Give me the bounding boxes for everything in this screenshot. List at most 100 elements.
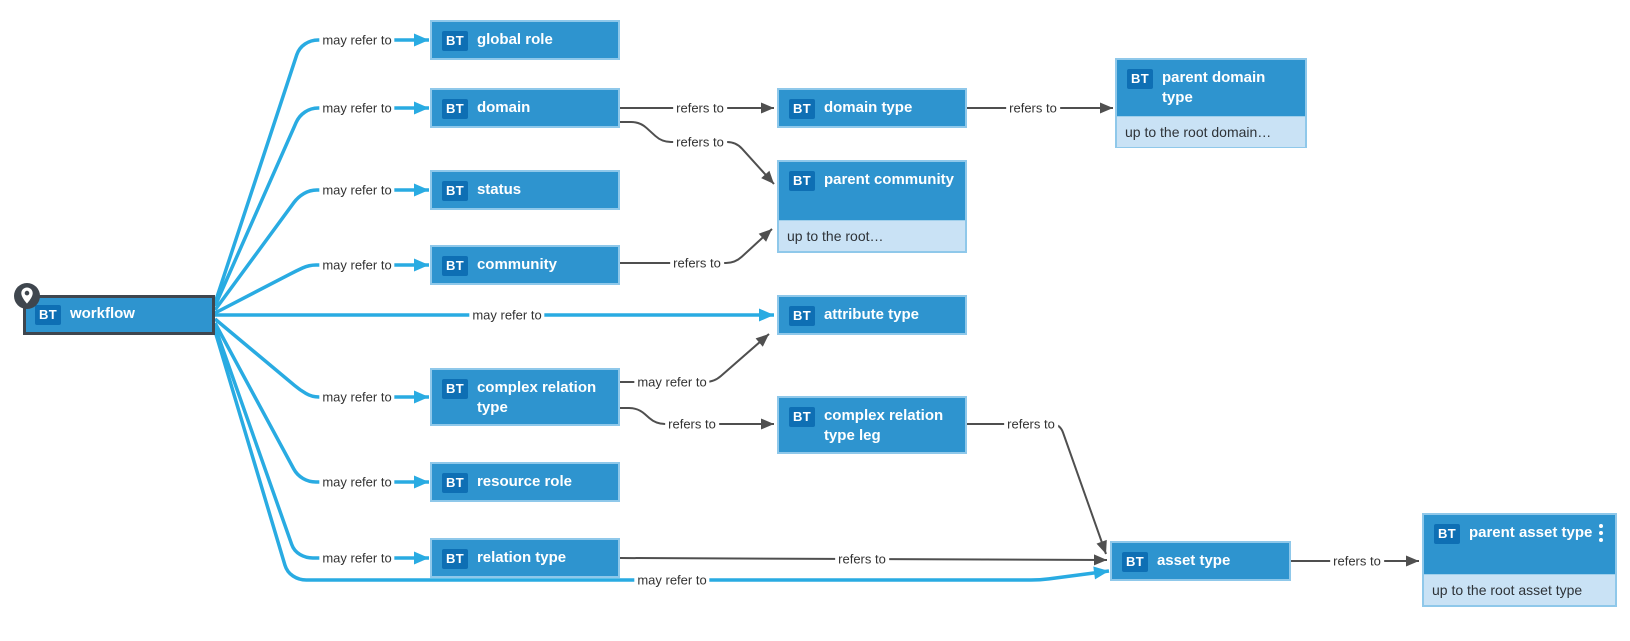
node-title: resource role bbox=[476, 473, 572, 490]
edge-label-workflow-status: may refer to bbox=[319, 182, 395, 198]
edge-workflow-resource_role bbox=[213, 322, 429, 484]
arrowhead-complex_relation_type-complex_relation_type_leg bbox=[761, 418, 774, 430]
edge-label-workflow-domain: may refer to bbox=[319, 100, 395, 116]
edge-label-workflow-relation_type: may refer to bbox=[319, 550, 395, 566]
node-title: complex relation type bbox=[476, 379, 597, 416]
node-complex-relation-type[interactable]: BT complex relation type bbox=[430, 368, 620, 426]
node-subtext: up to the root domain… bbox=[1117, 116, 1305, 147]
edge-workflow-relation_type bbox=[213, 326, 429, 560]
business-term-badge: BT bbox=[442, 549, 468, 569]
edge-label-asset_type-parent_asset_type: refers to bbox=[1330, 553, 1384, 569]
node-title: complex relation type leg bbox=[823, 407, 944, 444]
edge-label-community-parent_community: refers to bbox=[670, 255, 724, 271]
node-workflow[interactable]: BT workflow bbox=[14, 283, 215, 335]
node-title: parent community bbox=[823, 171, 954, 188]
node-asset-type[interactable]: BT asset type bbox=[1110, 541, 1291, 581]
edge-workflow-global_role bbox=[213, 38, 429, 304]
business-term-badge: BT bbox=[35, 305, 61, 325]
arrowhead-domain_type-parent_domain_type bbox=[1100, 102, 1113, 114]
edge-label-workflow-global_role: may refer to bbox=[319, 32, 395, 48]
arrowhead-workflow-status bbox=[414, 183, 429, 197]
node-title: community bbox=[476, 256, 557, 273]
node-relation-type[interactable]: BT relation type bbox=[430, 538, 620, 578]
node-global-role[interactable]: BT global role bbox=[430, 20, 620, 60]
business-term-badge: BT bbox=[442, 31, 468, 51]
business-term-badge: BT bbox=[442, 379, 468, 399]
edge-label-domain-domain_type: refers to bbox=[673, 100, 727, 116]
business-term-badge: BT bbox=[442, 181, 468, 201]
edge-label-complex_relation_type-attribute_type: may refer to bbox=[634, 374, 710, 390]
arrowhead-domain-parent_community bbox=[761, 170, 774, 184]
arrowhead-workflow-attribute_type bbox=[759, 308, 774, 322]
node-title: asset type bbox=[1156, 552, 1231, 569]
edge-workflow-asset_type bbox=[213, 330, 1110, 582]
node-subtext: up to the root asset type bbox=[1424, 574, 1615, 605]
arrowhead-workflow-relation_type bbox=[414, 551, 429, 565]
node-header: BT asset type bbox=[1112, 543, 1289, 580]
business-term-badge: BT bbox=[789, 306, 815, 326]
business-term-badge: BT bbox=[789, 171, 815, 191]
arrowhead-workflow-domain bbox=[414, 101, 429, 115]
edge-label-workflow-complex_relation_type: may refer to bbox=[319, 389, 395, 405]
node-header: BT parent community bbox=[779, 162, 965, 220]
edge-label-workflow-community: may refer to bbox=[319, 257, 395, 273]
node-header: BT workflow bbox=[26, 298, 212, 332]
node-header: BT complex relation type bbox=[432, 370, 618, 426]
arrowhead-workflow-complex_relation_type bbox=[414, 390, 429, 404]
node-header: BT community bbox=[432, 247, 618, 284]
edge-workflow-status bbox=[213, 188, 429, 312]
business-term-badge: BT bbox=[442, 473, 468, 493]
arrowhead-workflow-community bbox=[414, 258, 429, 272]
edge-workflow-community bbox=[214, 263, 429, 315]
node-attribute-type[interactable]: BT attribute type bbox=[777, 295, 967, 335]
arrowhead-workflow-resource_role bbox=[414, 475, 429, 489]
arrowhead-community-parent_community bbox=[758, 229, 772, 242]
node-title: attribute type bbox=[823, 306, 919, 323]
arrowhead-complex_relation_type-attribute_type bbox=[755, 334, 769, 347]
edge-label-domain-parent_community: refers to bbox=[673, 134, 727, 150]
node-title: status bbox=[476, 181, 522, 198]
node-community[interactable]: BT community bbox=[430, 245, 620, 285]
location-pin-icon bbox=[12, 281, 42, 311]
node-title: parent asset type bbox=[1468, 524, 1593, 541]
node-parent-domain-type[interactable]: BT parent domain type up to the root domai… bbox=[1115, 58, 1307, 148]
node-title: domain bbox=[476, 99, 531, 116]
business-term-badge: BT bbox=[442, 256, 468, 276]
edge-complex_relation_type_leg-asset_type bbox=[967, 423, 1107, 555]
node-title: workflow bbox=[69, 305, 135, 322]
node-title: parent domain type bbox=[1161, 69, 1266, 106]
node-title: domain type bbox=[823, 99, 913, 116]
edge-complex_relation_type-complex_relation_type_leg bbox=[620, 407, 774, 425]
edge-workflow-complex_relation_type bbox=[213, 317, 429, 399]
edge-label-workflow-attribute_type: may refer to bbox=[469, 307, 545, 323]
node-status[interactable]: BT status bbox=[430, 170, 620, 210]
edge-label-complex_relation_type-complex_relation_type_leg: refers to bbox=[665, 416, 719, 432]
edge-label-relation_type-asset_type: refers to bbox=[835, 551, 889, 567]
business-term-badge: BT bbox=[1122, 552, 1148, 572]
node-resource-role[interactable]: BT resource role bbox=[430, 462, 620, 502]
node-header: BT domain bbox=[432, 90, 618, 127]
node-title: relation type bbox=[476, 549, 567, 566]
business-term-badge: BT bbox=[442, 99, 468, 119]
edge-label-domain_type-parent_domain_type: refers to bbox=[1006, 100, 1060, 116]
node-header: BT status bbox=[432, 172, 618, 209]
kebab-menu-icon[interactable] bbox=[1594, 524, 1608, 546]
arrowhead-workflow-asset_type bbox=[1093, 566, 1109, 580]
node-domain[interactable]: BT domain bbox=[430, 88, 620, 128]
business-term-badge: BT bbox=[1127, 69, 1153, 89]
node-header: BT parent domain type bbox=[1117, 60, 1305, 116]
node-header: BT attribute type bbox=[779, 297, 965, 334]
arrowhead-relation_type-asset_type bbox=[1094, 554, 1107, 566]
edge-label-workflow-resource_role: may refer to bbox=[319, 474, 395, 490]
node-title: global role bbox=[476, 31, 553, 48]
edge-community-parent_community bbox=[620, 228, 773, 264]
